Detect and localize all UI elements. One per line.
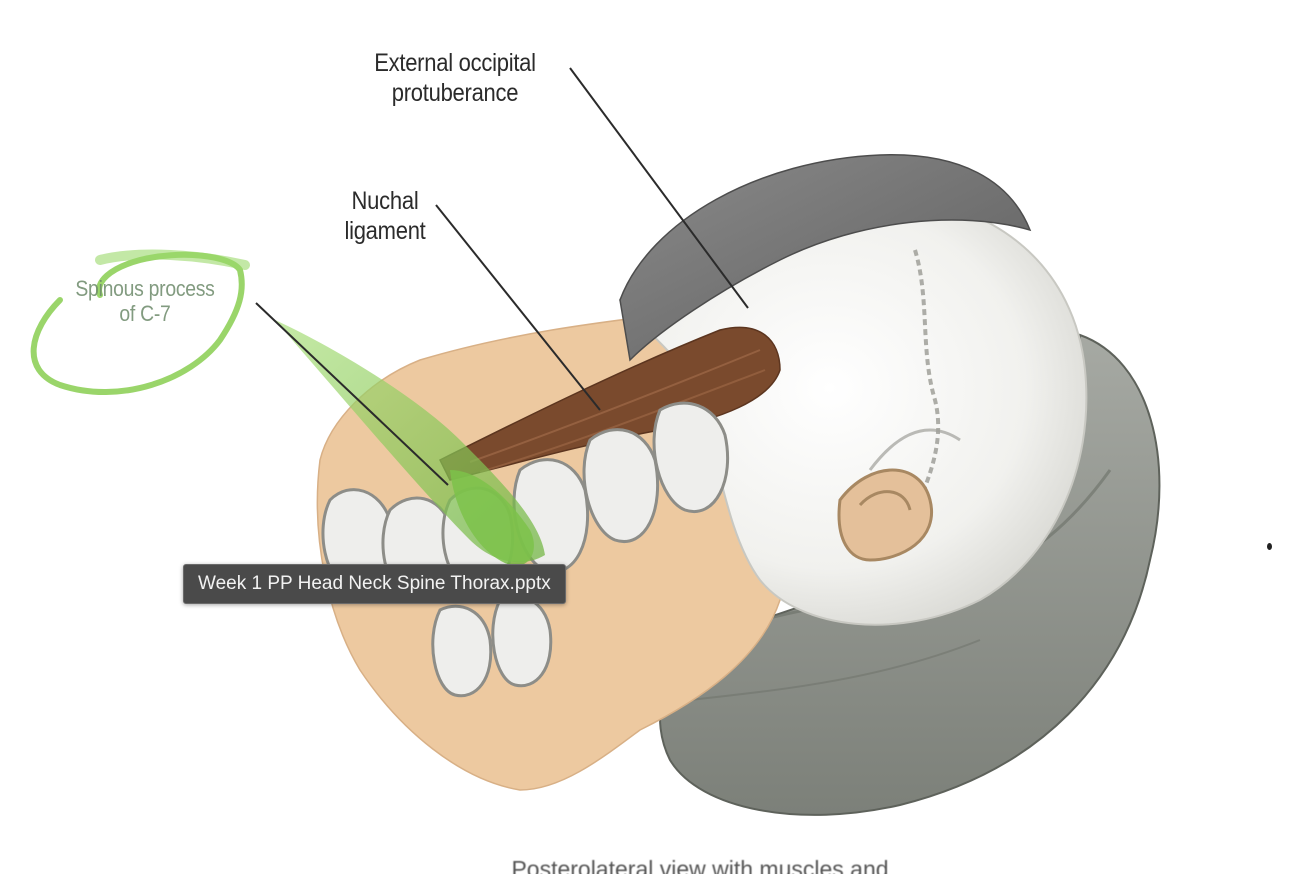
leader-line-nuchal xyxy=(435,204,601,411)
figure-caption: Posterolateral view with muscles and xyxy=(511,856,889,874)
leader-lines xyxy=(255,67,749,486)
nuchal-ligament xyxy=(438,326,781,481)
stray-dot xyxy=(1267,543,1272,550)
leader-line-eop xyxy=(569,67,749,309)
file-name-tooltip: Week 1 PP Head Neck Spine Thorax.pptx xyxy=(183,564,566,604)
c7-highlight xyxy=(30,249,545,566)
label-nuchal-ligament: Nuchal ligament xyxy=(344,187,426,245)
label-spinous-process-c7: Spinous process of C-7 xyxy=(75,276,215,326)
label-external-occipital-protuberance: External occipital protuberance xyxy=(374,49,536,107)
ear xyxy=(837,468,934,562)
leader-line-c7 xyxy=(255,302,449,486)
